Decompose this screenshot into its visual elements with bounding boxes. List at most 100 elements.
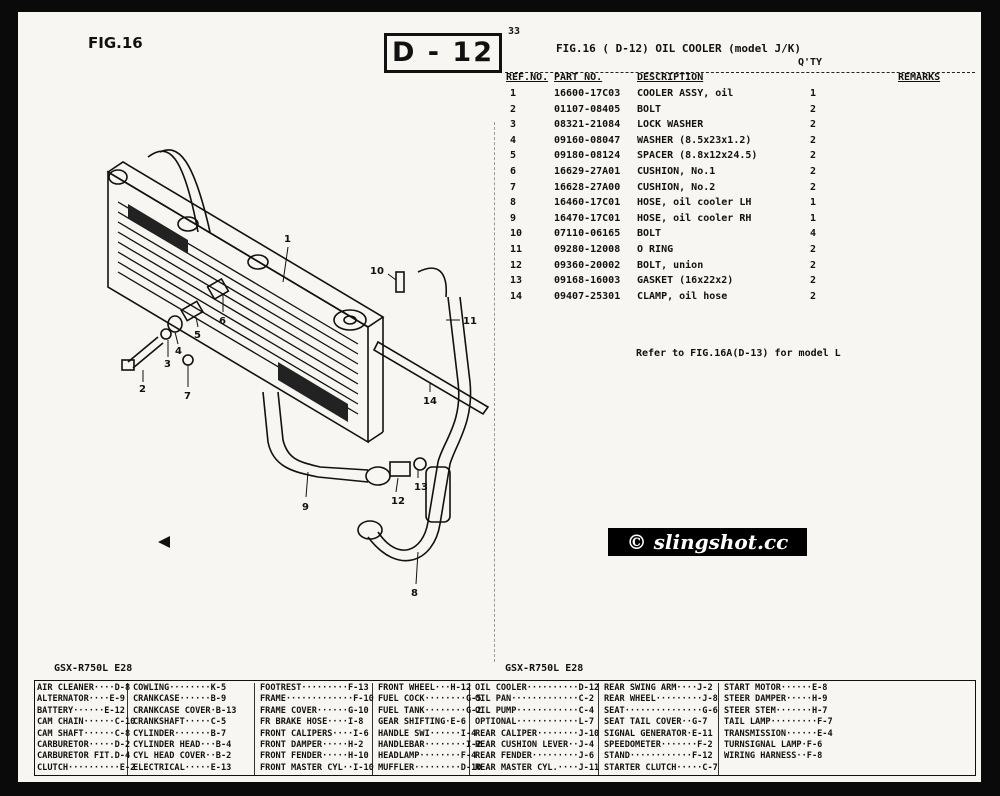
index-entry[interactable]: CRANKCASE COVER·B-13: [133, 705, 237, 716]
ref-no-cell: 7: [510, 181, 517, 193]
index-entry[interactable]: WIRING HARNESS··F-8: [724, 751, 823, 762]
callout-7: 7: [184, 391, 191, 402]
index-entry[interactable]: CAM SHAFT······C-8: [37, 728, 131, 739]
index-entry[interactable]: REAR FENDER·········J-6: [475, 751, 594, 762]
index-entry[interactable]: MUFFLER·········D-10: [378, 762, 482, 773]
callout-9: 9: [302, 502, 309, 513]
index-entry[interactable]: ELECTRICAL·····E-13: [133, 762, 232, 773]
index-entry[interactable]: SPEEDOMETER·······F-2: [604, 739, 713, 750]
description-cell: BOLT: [637, 228, 662, 240]
index-entry[interactable]: CAM CHAIN······C-10: [37, 717, 136, 728]
index-entry[interactable]: STEER DAMPER·····H-9: [724, 694, 828, 705]
col-part-no: PART NO.: [554, 72, 603, 83]
index-entry[interactable]: CYLINDER HEAD···B-4: [133, 739, 232, 750]
index-entry[interactable]: REAR MASTER CYL.····J-11: [475, 762, 600, 773]
description-cell: CUSHION, No.2: [637, 181, 716, 193]
index-entry[interactable]: REAR SWING ARM····J-2: [604, 683, 713, 693]
oil-cooler-exploded-diagram: 1 2 3 4 5 6 7 8 9 10 11 12 13 14: [106, 149, 490, 599]
index-entry[interactable]: FR BRAKE HOSE····I-8: [260, 717, 364, 728]
callout-8: 8: [411, 588, 418, 599]
mounting-hardware: [121, 277, 230, 548]
index-entry[interactable]: REAR CUSHION LEVER··J-4: [475, 739, 594, 750]
qty-cell: 2: [810, 103, 817, 115]
model-code-right: GSX-R750L E28: [505, 663, 584, 674]
qty-cell: 2: [810, 166, 817, 177]
index-entry[interactable]: CRANKCASE······B-9: [133, 694, 227, 705]
index-entry[interactable]: FUEL COCK········G-5: [378, 694, 482, 705]
index-entry[interactable]: START MOTOR······E-8: [724, 683, 828, 693]
index-entry[interactable]: BATTERY······E-12: [37, 705, 125, 716]
part-no-cell: 16460-17C01: [554, 197, 621, 209]
index-entry[interactable]: ALTERNATOR····E-9: [37, 694, 125, 705]
index-entry[interactable]: FRONT MASTER CYL··I-10: [260, 762, 374, 773]
part-no-cell: 01107-08405: [554, 103, 621, 115]
parts-catalog-page: FIG.16 D - 12 33 FIG.16 ( D-12) OIL COOL…: [18, 12, 981, 782]
index-entry[interactable]: FRONT DAMPER·····H-2: [260, 739, 364, 750]
index-entry[interactable]: [722, 763, 837, 774]
index-entry[interactable]: SIGNAL GENERATOR·E-11: [604, 728, 713, 739]
index-entry[interactable]: HEADLAMP········F-4: [378, 751, 477, 762]
index-entry[interactable]: CRANKSHAFT·····C-5: [133, 717, 227, 728]
part-no-cell: 09280-12008: [554, 244, 621, 255]
index-entry[interactable]: OIL PAN·············C-2: [475, 694, 594, 705]
index-entry[interactable]: REAR WHEEL·········J-8: [604, 694, 718, 705]
index-entry[interactable]: OIL COOLER··········D-12: [475, 683, 600, 693]
index-entry[interactable]: SEAT···············G-6: [604, 705, 718, 716]
index-entry[interactable]: STARTER CLUTCH·····C-7: [604, 762, 718, 773]
callout-6: 6: [219, 316, 226, 327]
index-entry[interactable]: REAR CALIPER········J-10: [475, 728, 600, 739]
page-number: 33: [508, 26, 521, 37]
callout-14: 14: [423, 396, 437, 407]
index-entry[interactable]: HANDLEBAR········I-2: [378, 739, 482, 750]
index-entry[interactable]: TURNSIGNAL LAMP·F-6: [724, 739, 823, 750]
part-no-cell: 16470-17C01: [554, 212, 621, 224]
index-entry[interactable]: CARBURETOR FIT.D-4: [37, 751, 131, 762]
ref-no-cell: 1: [510, 88, 517, 99]
part-no-cell: 07110-06165: [554, 228, 621, 240]
catalog-title: FIG.16 ( D-12) OIL COOLER (model J/K): [556, 42, 802, 55]
callout-5: 5: [194, 330, 201, 341]
index-entry[interactable]: TRANSMISSION······E-4: [724, 728, 833, 739]
index-entry[interactable]: AIR CLEANER····D-8: [37, 683, 131, 693]
index-entry[interactable]: HANDLE SWI······I-4: [378, 728, 477, 739]
index-entry[interactable]: FRAME COVER······G-10: [260, 705, 369, 716]
index-entry[interactable]: STAND············F-12: [604, 751, 713, 762]
index-entry[interactable]: FRONT WHEEL···H-12: [378, 683, 472, 693]
index-entry[interactable]: CLUTCH··········E-2: [37, 762, 136, 773]
figure-label: FIG.16: [88, 34, 143, 52]
index-entry[interactable]: FOOTREST·········F-13: [260, 683, 369, 693]
index-entry[interactable]: FUEL TANK········G-2: [378, 705, 482, 716]
index-entry[interactable]: TAIL LAMP·········F-7: [724, 717, 833, 728]
ref-no-cell: 11: [510, 244, 523, 255]
qty-cell: 2: [810, 134, 817, 146]
callout-3: 3: [164, 359, 171, 370]
part-no-cell: 09180-08124: [554, 150, 621, 162]
description-cell: WASHER (8.5x23x1.2): [637, 134, 752, 146]
index-entry[interactable]: STEER STEM·······H-7: [724, 705, 828, 716]
index-entry[interactable]: OIL PUMP············C-4: [475, 705, 594, 716]
index-entry[interactable]: COWLING········K-5: [133, 683, 227, 693]
index-entry[interactable]: FRONT FENDER·····H-10: [260, 751, 369, 762]
description-cell: BOLT, union: [637, 259, 704, 271]
index-entry[interactable]: FRONT CALIPERS····I-6: [260, 728, 369, 739]
index-entry[interactable]: CARBURETOR·····D-2: [37, 739, 131, 750]
qty-cell: 2: [810, 244, 817, 255]
index-entry[interactable]: OPTIONAL············L-7: [475, 717, 594, 728]
index-entry[interactable]: GEAR SHIFTING·E-6: [378, 717, 466, 728]
watermark-banner: © slingshot.cc: [608, 528, 807, 556]
index-entry[interactable]: CYLINDER·······B-7: [133, 728, 227, 739]
index-entry[interactable]: CYL HEAD COVER··B-2: [133, 751, 232, 762]
index-entry[interactable]: FRAME·············F-10: [260, 694, 374, 705]
part-no-cell: 09360-20002: [554, 259, 621, 271]
index-entry[interactable]: SEAT TAIL COVER··G-7: [604, 717, 708, 728]
part-no-cell: 16600-17C03: [554, 88, 621, 99]
